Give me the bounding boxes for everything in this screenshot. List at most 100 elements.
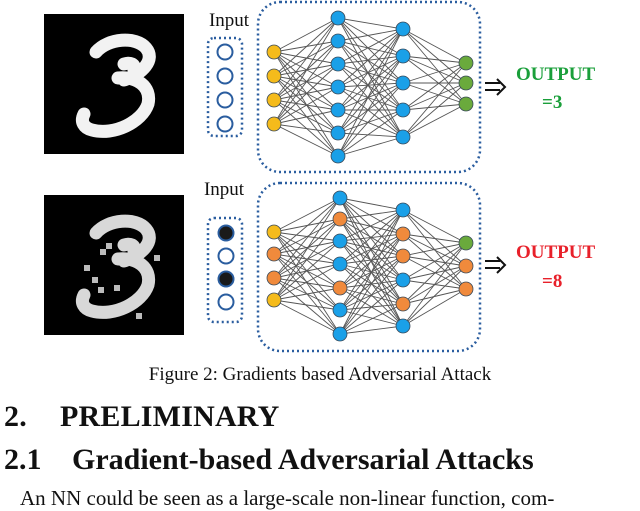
network-edge bbox=[273, 240, 341, 255]
neuron-node bbox=[332, 256, 348, 272]
network-edge bbox=[337, 55, 404, 134]
input-box bbox=[206, 216, 244, 324]
network-edge bbox=[337, 82, 404, 88]
network-edge bbox=[273, 197, 341, 301]
network-edge bbox=[402, 209, 467, 244]
network-edge bbox=[273, 40, 339, 125]
network-edge bbox=[273, 277, 341, 289]
digit-stroke bbox=[117, 56, 141, 77]
network-edge bbox=[402, 28, 467, 64]
network-edge bbox=[339, 255, 404, 311]
neuron-node bbox=[330, 102, 346, 118]
network-edge bbox=[273, 263, 341, 301]
network-edge bbox=[337, 109, 404, 157]
network-edge bbox=[402, 55, 467, 105]
perturbation-pixel bbox=[84, 265, 90, 271]
network-edge bbox=[273, 287, 341, 301]
output-value: =8 bbox=[542, 271, 562, 292]
neuron-node bbox=[332, 190, 348, 206]
neuron-node bbox=[458, 235, 474, 251]
network-edge bbox=[273, 63, 339, 125]
body-paragraph: An NN could be seen as a large-scale non… bbox=[20, 486, 555, 510]
network-frame bbox=[256, 181, 482, 353]
output-arrow-icon bbox=[485, 256, 507, 274]
network-edge bbox=[402, 82, 467, 138]
network-edge bbox=[337, 82, 404, 157]
neuron-node bbox=[266, 292, 282, 308]
network-edge bbox=[402, 55, 467, 64]
neuron-node bbox=[332, 211, 348, 227]
neuron-node bbox=[266, 246, 282, 262]
network-edge bbox=[273, 299, 341, 335]
network-edge bbox=[402, 82, 467, 111]
neuron-node bbox=[330, 125, 346, 141]
neuron-node bbox=[395, 226, 411, 242]
network-edge bbox=[273, 240, 341, 301]
network-edge bbox=[273, 86, 339, 125]
digit-image-strokes bbox=[75, 33, 156, 138]
neuron-node bbox=[395, 75, 411, 91]
digit-stroke bbox=[75, 71, 156, 138]
neuron-node bbox=[458, 281, 474, 297]
neuron-node bbox=[332, 280, 348, 296]
network-edge bbox=[337, 40, 404, 57]
neuron-node bbox=[395, 272, 411, 288]
network-edge bbox=[339, 209, 404, 311]
network-edge bbox=[402, 55, 467, 84]
digit-image-strokes bbox=[75, 214, 160, 319]
network-edge bbox=[273, 123, 339, 134]
network-edge bbox=[273, 197, 341, 255]
network-edge bbox=[273, 123, 339, 157]
input-box bbox=[206, 36, 244, 138]
network-edge bbox=[339, 197, 404, 305]
network-edge bbox=[337, 28, 404, 111]
section-heading: 2.PRELIMINARY bbox=[4, 400, 279, 434]
network-edge bbox=[402, 28, 467, 84]
neuron-node bbox=[395, 129, 411, 145]
network-edge bbox=[273, 17, 339, 101]
network-edge bbox=[402, 103, 467, 111]
network-edge bbox=[273, 277, 341, 335]
network-edge bbox=[402, 82, 467, 105]
network-edge bbox=[337, 109, 404, 134]
network-edge bbox=[273, 51, 339, 111]
input-label: Input bbox=[209, 10, 250, 31]
perturbation-pixel bbox=[154, 255, 160, 261]
section-title: PRELIMINARY bbox=[60, 400, 280, 433]
network-edge bbox=[337, 55, 404, 157]
network-edge bbox=[273, 75, 339, 111]
perturbation-pixel bbox=[100, 249, 106, 255]
neuron-node bbox=[266, 270, 282, 286]
network-edge bbox=[273, 17, 339, 77]
figure-caption: Figure 2: Gradients based Adversarial At… bbox=[148, 364, 492, 385]
neuron-node bbox=[332, 302, 348, 318]
network-edge bbox=[339, 209, 404, 289]
neuron-node bbox=[395, 296, 411, 312]
output-value: =3 bbox=[542, 92, 562, 113]
network-edge bbox=[337, 86, 404, 138]
neuron-node bbox=[266, 44, 282, 60]
input-pixel-node bbox=[216, 67, 234, 85]
network-edge bbox=[402, 28, 467, 105]
digit-stroke bbox=[75, 252, 156, 319]
network-edge bbox=[402, 265, 467, 327]
network-edge bbox=[337, 55, 404, 65]
network-edge bbox=[337, 63, 404, 138]
neuron-node bbox=[395, 318, 411, 334]
network-edge bbox=[402, 242, 467, 281]
network-edge bbox=[402, 103, 467, 138]
network-edge bbox=[337, 82, 404, 111]
neuron-node bbox=[395, 202, 411, 218]
network-edge bbox=[337, 28, 404, 88]
network-edge bbox=[337, 82, 404, 134]
network-edge bbox=[339, 325, 404, 335]
network-edge bbox=[402, 255, 467, 290]
network-edge bbox=[337, 136, 404, 157]
network-edge bbox=[337, 28, 404, 65]
subsection-number: 2.1 bbox=[4, 443, 42, 476]
network-edge bbox=[273, 109, 339, 125]
network-frame bbox=[256, 0, 482, 174]
network-edge bbox=[339, 309, 404, 327]
